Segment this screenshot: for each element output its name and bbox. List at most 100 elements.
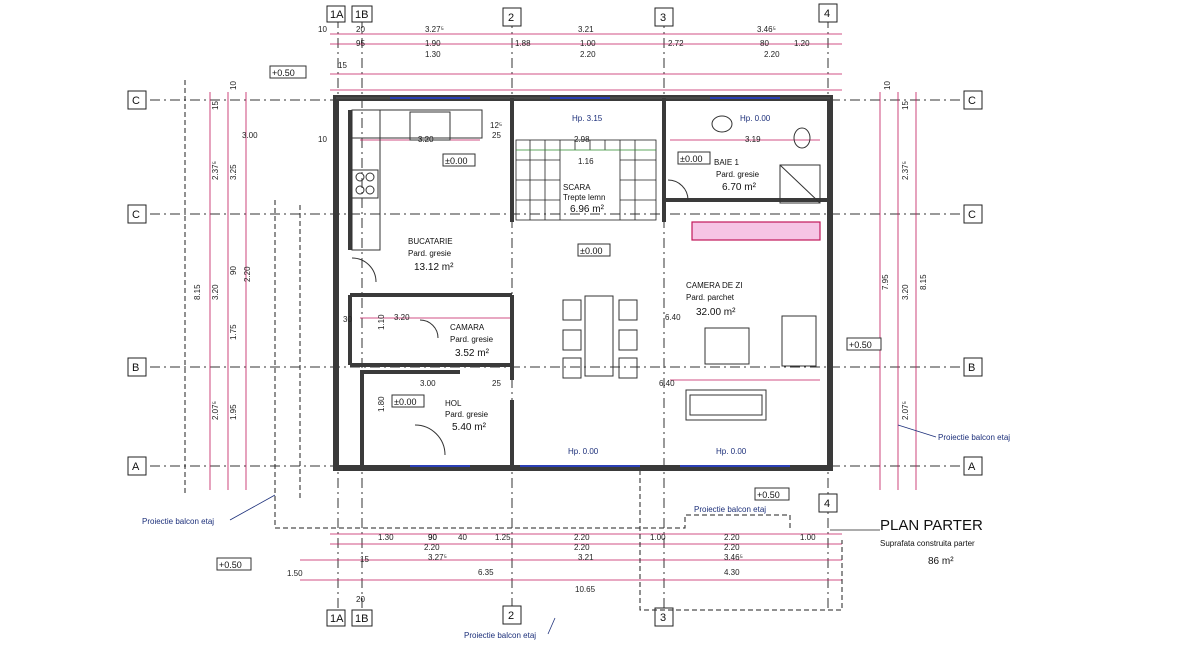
level-dining: ±0.00 — [580, 246, 602, 256]
svg-text:2.98: 2.98 — [574, 135, 590, 144]
svg-text:15: 15 — [901, 101, 910, 110]
room-area-scara: 6.96 m² — [570, 204, 605, 215]
sofa — [685, 389, 767, 421]
level-bottom-left: +0.50 — [219, 560, 242, 570]
svg-text:1.90: 1.90 — [425, 39, 441, 48]
staircase — [515, 139, 657, 221]
svg-text:15: 15 — [360, 555, 369, 564]
sill-heights: Hp. 3.15 Hp. 0.00 Hp. 0.00 Hp. 0.00 — [568, 114, 771, 456]
room-floor-scara: Trepte lemn — [563, 193, 605, 202]
dimensions-right: 7.95 3.20 8.15 2.37⁵ 2.07⁵ 15 10 — [881, 81, 928, 420]
svg-text:7.95: 7.95 — [881, 274, 890, 290]
axis-col-3-top: 3 — [660, 12, 666, 24]
svg-text:2.20: 2.20 — [424, 543, 440, 552]
level-bottom-terrace: +0.50 — [757, 490, 780, 500]
axis-row-c2-left: C — [132, 209, 140, 221]
drawing-area: 86 m² — [928, 556, 954, 567]
drawing-subtitle: Suprafata construita parter — [880, 539, 975, 548]
svg-text:6.40: 6.40 — [659, 379, 675, 388]
svg-text:1.00: 1.00 — [650, 533, 666, 542]
axis-row-c2-right: C — [968, 209, 976, 221]
svg-text:1.10: 1.10 — [377, 314, 386, 330]
svg-text:25: 25 — [492, 131, 501, 140]
level-bath: ±0.00 — [680, 154, 702, 164]
door-camara — [419, 319, 439, 339]
armchair — [781, 315, 817, 367]
svg-text:2.20: 2.20 — [724, 533, 740, 542]
axis-labels: 1A 1B 2 3 4 1A 1B 2 3 4 C C B A C C B A — [127, 3, 983, 627]
level-right: +0.50 — [849, 340, 872, 350]
dimensions-top: 3.27⁵ 3.21 3.46⁵ 1.90 1.88 1.00 2.72 80 … — [318, 25, 810, 70]
axis-grid — [150, 18, 960, 612]
svg-text:12⁵: 12⁵ — [490, 121, 502, 130]
level-top-left: +0.50 — [272, 68, 295, 78]
room-floor-hol: Pard. gresie — [445, 410, 489, 419]
title-block: PLAN PARTER Suprafata construita parter … — [830, 517, 983, 567]
svg-text:2.07⁵: 2.07⁵ — [211, 401, 220, 420]
room-name-scara: SCARA — [563, 183, 591, 192]
svg-text:15: 15 — [211, 101, 220, 110]
svg-text:1.80: 1.80 — [377, 396, 386, 412]
svg-text:10: 10 — [229, 81, 238, 90]
svg-text:2.72: 2.72 — [668, 39, 684, 48]
kitchen-stove — [351, 169, 379, 199]
svg-text:10.65: 10.65 — [575, 585, 596, 594]
svg-text:3.19: 3.19 — [745, 135, 761, 144]
drawing-title: PLAN PARTER — [880, 517, 983, 534]
svg-text:10: 10 — [318, 135, 327, 144]
axis-col-1b-bottom: 1B — [355, 613, 368, 625]
room-name-bucatarie: BUCATARIE — [408, 237, 453, 246]
svg-text:90: 90 — [428, 533, 437, 542]
room-floor-baie: Pard. gresie — [716, 170, 760, 179]
axis-row-a-right: A — [968, 461, 976, 473]
svg-text:3.27⁵: 3.27⁵ — [425, 25, 444, 34]
fireplace-cabinet — [691, 221, 821, 241]
coffee-table — [704, 327, 750, 365]
svg-text:1.75: 1.75 — [229, 324, 238, 340]
sill-dining: Hp. 0.00 — [568, 447, 599, 456]
svg-text:3.46⁵: 3.46⁵ — [757, 25, 776, 34]
balcony-notes: Proiectie balcon etaj Proiectie balcon e… — [142, 424, 1010, 640]
axis-row-c1-left: C — [132, 95, 140, 107]
svg-text:1.00: 1.00 — [580, 39, 596, 48]
axis-col-3-bottom: 3 — [660, 612, 666, 624]
balcony-projection — [184, 80, 843, 611]
room-floor-bucatarie: Pard. gresie — [408, 249, 452, 258]
level-kitchen: ±0.00 — [445, 156, 467, 166]
svg-text:1.25: 1.25 — [495, 533, 511, 542]
dimension-lines — [209, 33, 917, 581]
svg-text:2.37⁵: 2.37⁵ — [211, 161, 220, 180]
room-area-camara: 3.52 m² — [455, 348, 490, 359]
svg-text:4.30: 4.30 — [724, 568, 740, 577]
room-area-baie: 6.70 m² — [722, 182, 757, 193]
room-labels: BUCATARIE Pard. gresie 13.12 m² SCARA Tr… — [408, 158, 760, 433]
svg-text:2.07⁵: 2.07⁵ — [901, 401, 910, 420]
kitchen-sink — [409, 111, 451, 141]
svg-text:1.50: 1.50 — [287, 569, 303, 578]
svg-text:3.20: 3.20 — [211, 284, 220, 300]
dimensions-left: 3.00 8.15 3.20 2.37⁵ 3.25 1.75 2.20 90 2… — [193, 81, 258, 420]
svg-text:2.20: 2.20 — [574, 543, 590, 552]
svg-text:3.21: 3.21 — [578, 25, 594, 34]
svg-text:3.20: 3.20 — [394, 313, 410, 322]
svg-text:90: 90 — [428, 533, 437, 542]
room-name-camera: CAMERA DE ZI — [686, 281, 742, 290]
svg-text:2.37⁵: 2.37⁵ — [901, 161, 910, 180]
axis-row-b-right: B — [968, 362, 975, 374]
axis-row-b-left: B — [132, 362, 139, 374]
svg-text:1.30: 1.30 — [378, 533, 394, 542]
svg-text:15: 15 — [338, 61, 347, 70]
furniture — [351, 109, 821, 456]
svg-text:1.30: 1.30 — [425, 50, 441, 59]
sill-stair: Hp. 3.15 — [572, 114, 603, 123]
axis-col-1a-top: 1A — [330, 9, 344, 21]
svg-text:2.20: 2.20 — [574, 533, 590, 542]
svg-text:30: 30 — [343, 315, 352, 324]
room-area-camera: 32.00 m² — [696, 307, 736, 318]
dining-table — [584, 295, 614, 377]
svg-text:2.20: 2.20 — [724, 543, 740, 552]
level-hall: ±0.00 — [394, 397, 416, 407]
door-hol — [414, 424, 446, 456]
dimensions-inner: 12⁵ 2.98 1.16 3.19 3.20 3.20 6.40 6.40 3… — [318, 121, 761, 542]
svg-text:10: 10 — [883, 81, 892, 90]
